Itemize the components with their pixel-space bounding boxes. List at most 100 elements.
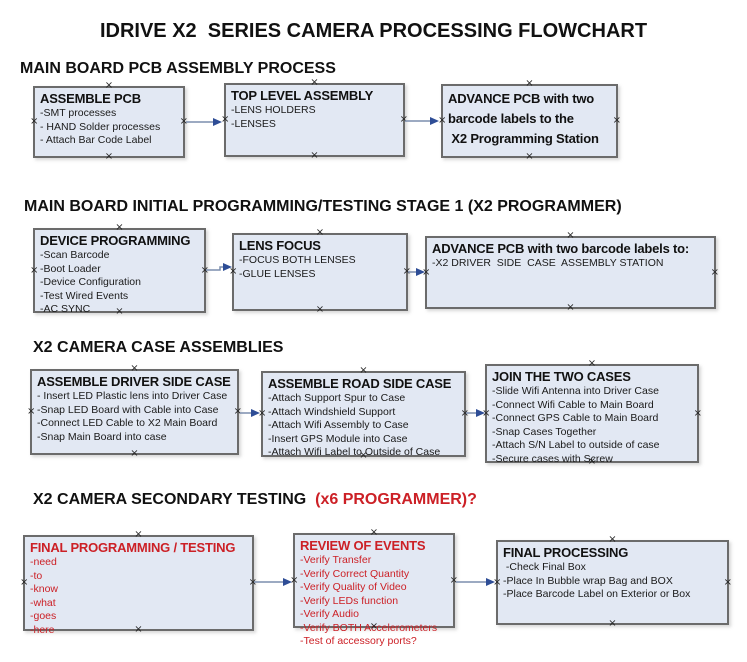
box-item: -here xyxy=(30,623,55,636)
connector-anchor-icon: × xyxy=(493,576,502,588)
connector-anchor-icon: × xyxy=(482,407,491,419)
connector-anchor-icon: × xyxy=(612,115,621,126)
box-item: -Verify Transfer xyxy=(300,554,372,566)
connector-anchor-icon: × xyxy=(369,527,379,538)
connector-anchor-icon: × xyxy=(233,406,242,417)
box-item: -Snap LED Board with Cable into Case xyxy=(37,403,219,416)
section-heading-initial-programming: MAIN BOARD INITIAL PROGRAMMING/TESTING S… xyxy=(24,198,622,216)
connector-anchor-icon: × xyxy=(248,577,257,588)
flow-box-assemble-driver-side-case: ASSEMBLE DRIVER SIDE CASE - Insert LED P… xyxy=(27,364,242,459)
connector-anchor-icon: × xyxy=(30,264,39,276)
box-item: X2 Programming Station xyxy=(448,131,599,146)
box-item: -Scan Barcode xyxy=(40,249,110,261)
flow-box-assemble-pcb: ASSEMBLE PCB -SMT processes - HAND Solde… xyxy=(30,81,188,162)
connector-anchor-icon: × xyxy=(229,266,238,277)
box-item: -Attach Windshield Support xyxy=(268,405,396,418)
connector-anchor-icon: × xyxy=(587,358,597,369)
box-item: -Connect Wifi Cable to Main Board xyxy=(492,398,654,411)
box-item: -AC SYNC xyxy=(40,303,91,315)
box-item: -Verify Correct Quantity xyxy=(300,567,410,580)
flow-box-device-programming: DEVICE PROGRAMMING -Scan Barcode -Boot L… xyxy=(30,223,209,317)
connector-anchor-icon: × xyxy=(104,80,114,91)
connector-anchor-icon: × xyxy=(258,408,267,419)
connector-anchor-icon: × xyxy=(422,266,431,278)
box-item: -GLUE LENSES xyxy=(239,267,316,280)
box-item: -Connect LED Cable to X2 Main Board xyxy=(37,417,218,429)
connector-anchor-icon: × xyxy=(566,230,575,241)
connector-anchor-icon: × xyxy=(438,115,447,126)
section-heading-text: MAIN BOARD INITIAL PROGRAMMING/TESTING S… xyxy=(24,198,622,215)
connector-anchor-icon: × xyxy=(134,529,143,540)
box-item: barcode labels to the xyxy=(448,111,574,126)
connector-anchor-icon: × xyxy=(200,264,209,276)
box-item: -Snap Main Board into case xyxy=(37,430,167,443)
flow-box-advance-pcb-to-programming-station: ADVANCE PCB with two barcode labels to t… xyxy=(438,79,621,162)
section-heading-red-suffix: (x6 PROGRAMMER)? xyxy=(310,491,477,508)
box-item: -Attach Wifi Label to Outside of Case xyxy=(268,446,441,458)
connector-anchor-icon: × xyxy=(221,114,230,125)
section-heading-text: X2 CAMERA SECONDARY TESTING xyxy=(33,491,311,508)
flow-box-review-of-events: REVIEW OF EVENTS -Verify Transfer -Verif… xyxy=(290,528,458,648)
box-title: LENS FOCUS xyxy=(239,238,321,253)
section-heading-pcb-assembly: MAIN BOARD PCB ASSEMBLY PROCESS xyxy=(20,60,336,78)
box-item: - Attach Bar Code Label xyxy=(40,134,152,146)
arrow-road-case-to-join-cases xyxy=(466,409,485,417)
flow-box-join-the-two-cases: JOIN THE TWO CASES -Slide Wifi Antenna i… xyxy=(482,359,702,467)
box-item: -what xyxy=(30,596,56,609)
connector-anchor-icon: × xyxy=(402,266,411,277)
box-item: -LENS HOLDERS xyxy=(231,104,316,116)
connector-anchor-icon: × xyxy=(608,618,617,629)
connector-anchor-icon: × xyxy=(525,78,534,89)
box-item: -Insert GPS Module into Case xyxy=(268,432,408,445)
connector-anchor-icon: × xyxy=(359,365,368,376)
box-item: -Snap Cases Together xyxy=(492,425,597,438)
box-item: -X2 DRIVER SIDE CASE ASSEMBLY STATION xyxy=(432,257,664,269)
connector-anchor-icon: × xyxy=(179,116,188,127)
box-title: DEVICE PROGRAMMING xyxy=(40,233,191,248)
box-item: -need xyxy=(30,556,57,568)
box-title: TOP LEVEL ASSEMBLY xyxy=(231,88,374,103)
box-title: REVIEW OF EVENTS xyxy=(300,538,426,553)
box-title: ASSEMBLE PCB xyxy=(40,91,141,106)
connector-anchor-icon: × xyxy=(130,363,139,374)
flow-box-top-level-assembly: TOP LEVEL ASSEMBLY -LENS HOLDERS -LENSES… xyxy=(221,78,408,161)
connector-anchor-icon: × xyxy=(315,304,325,315)
box-item: -Verify Audio xyxy=(300,608,359,620)
flow-box-assemble-road-side-case: ASSEMBLE ROAD SIDE CASE -Attach Support … xyxy=(258,366,469,461)
box-item: -Verify Quality of Video xyxy=(300,581,407,593)
box-item: -Test of accessory ports? xyxy=(300,635,417,647)
box-item: -Verify BOTH Accelerometers xyxy=(300,621,438,634)
box-item: -Attach Wifi Assembly to Case xyxy=(268,419,409,431)
box-item: -Secure cases with Screw xyxy=(492,452,613,465)
box-item: -Attach Support Spur to Case xyxy=(268,392,406,404)
box-title: FINAL PROCESSING xyxy=(503,545,629,560)
connector-anchor-icon: × xyxy=(310,150,319,161)
box-item: -Boot Loader xyxy=(40,262,101,275)
box-item: -Verify LEDs function xyxy=(300,594,399,607)
box-title: JOIN THE TWO CASES xyxy=(492,369,631,384)
connector-anchor-icon: × xyxy=(310,77,319,88)
section-heading-text: X2 CAMERA CASE ASSEMBLIES xyxy=(33,339,284,356)
box-item: -Slide Wifi Antenna into Driver Case xyxy=(492,385,659,397)
box-title: ADVANCE PCB with two xyxy=(448,91,594,106)
box-item: -Test Wired Events xyxy=(40,289,129,302)
section-heading-text: MAIN BOARD PCB ASSEMBLY PROCESS xyxy=(20,60,336,77)
box-item: -Place In Bubble wrap Bag and BOX xyxy=(503,574,673,587)
box-title: ADVANCE PCB with two barcode labels to: xyxy=(432,241,690,256)
connector-anchor-icon: × xyxy=(460,408,469,419)
connector-anchor-icon: × xyxy=(693,407,702,419)
connector-anchor-icon: × xyxy=(30,116,39,127)
box-item: -Place Barcode Label on Exterior or Box xyxy=(503,588,691,600)
arrow-review-to-final-processing xyxy=(456,578,495,586)
connector-anchor-icon: × xyxy=(130,448,139,459)
section-heading-case-assemblies: X2 CAMERA CASE ASSEMBLIES xyxy=(33,339,283,357)
box-item: -Device Configuration xyxy=(40,276,141,288)
box-title: ASSEMBLE DRIVER SIDE CASE xyxy=(37,374,231,389)
connector-anchor-icon: × xyxy=(20,577,29,588)
connector-anchor-icon: × xyxy=(104,151,114,162)
box-item: - Insert LED Plastic lens into Driver Ca… xyxy=(37,390,228,402)
box-title: ASSEMBLE ROAD SIDE CASE xyxy=(268,376,452,391)
box-item: - HAND Solder processes xyxy=(40,120,161,133)
section-heading-secondary-testing: X2 CAMERA SECONDARY TESTING (x6 PROGRAMM… xyxy=(33,491,477,509)
connector-anchor-icon: × xyxy=(449,574,458,586)
